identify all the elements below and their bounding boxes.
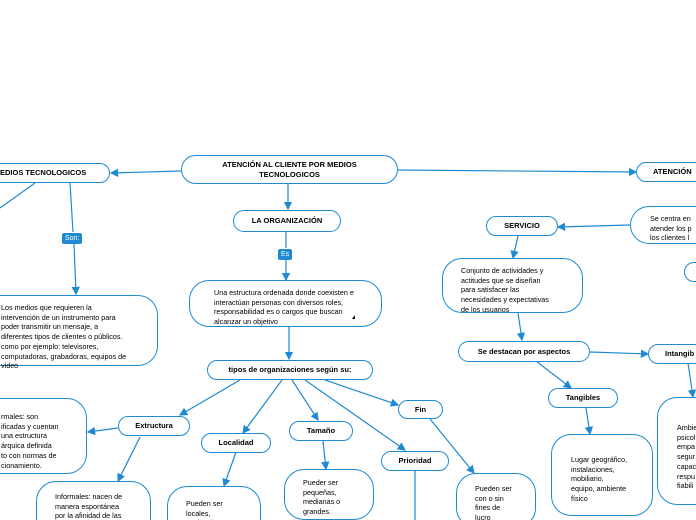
- tamano-node[interactable]: Tamaño: [289, 421, 353, 441]
- edge-fin-desc: [429, 418, 475, 474]
- edge-tipos-localidad: [242, 379, 283, 434]
- informales-desc[interactable]: Informales: nacen de manera espontánea p…: [36, 481, 151, 520]
- tipos-node[interactable]: tipos de organizaciones según su:: [207, 360, 373, 380]
- aspectos-node[interactable]: Se destacan por aspectos: [458, 341, 590, 362]
- atencion-right-node[interactable]: ATENCIÓN: [636, 162, 696, 182]
- edge-tipos-tamano: [291, 379, 319, 422]
- edge-def-aspectos: [516, 312, 526, 342]
- edge-medios-son: [69, 182, 74, 233]
- intangibles-desc[interactable]: Ambie psicol empa segur capac respu fiab…: [657, 397, 696, 505]
- centra-desc[interactable]: Se centra en atender los p los clientes …: [630, 206, 696, 244]
- edge-tipos-prioridad: [304, 379, 406, 451]
- edge-tipos-fin: [324, 379, 400, 407]
- localidad-node[interactable]: Localidad: [201, 433, 271, 453]
- edge-centra-servicio: [556, 222, 631, 231]
- edge-aspectos-intangibles: [589, 349, 650, 358]
- org-definition[interactable]: Una estructura ordenada donde coexisten …: [189, 280, 382, 327]
- organizacion-node[interactable]: LA ORGANIZACIÓN: [233, 210, 341, 232]
- edge-localidad-desc: [222, 451, 237, 488]
- edge-medios-down-left: [0, 182, 36, 209]
- edge-tipos-estructura: [178, 379, 241, 416]
- root-node[interactable]: ATENCIÓN AL CLIENTE POR MEDIOS TECNOLOGI…: [181, 155, 398, 184]
- tangibles-node[interactable]: Tangibles: [548, 388, 618, 408]
- edge-estructura-informales: [117, 436, 141, 483]
- edge-intangibles-desc: [687, 362, 696, 399]
- tamano-desc[interactable]: Pueder ser pequeñas, medianas o grandes.: [284, 469, 374, 520]
- servicio-node[interactable]: SERVICIO: [486, 216, 558, 236]
- fin-node[interactable]: Fin: [398, 400, 443, 419]
- edge-servicio-def: [510, 235, 519, 260]
- fin-desc[interactable]: Pueden ser con o sin fines de lucro: [456, 473, 536, 520]
- resize-corner-icon: [352, 315, 355, 319]
- es-tag: Es: [278, 249, 293, 261]
- localidad-desc[interactable]: Pueden ser locales, nacionales e: [167, 486, 261, 520]
- extra-node-right[interactable]: [684, 262, 696, 282]
- medios-desc[interactable]: Los medios que requieren la intervención…: [0, 295, 158, 370]
- edge-root-medios: [109, 168, 182, 177]
- edge-estructura-formales: [86, 426, 119, 436]
- edge-aspectos-tangibles: [535, 360, 572, 389]
- servicio-definition[interactable]: Conjunto de actividades y actitudes que …: [442, 258, 583, 314]
- edge-tamano-desc: [321, 440, 330, 471]
- estructura-node[interactable]: Extructura: [118, 416, 190, 436]
- edge-tangibles-desc: [584, 407, 594, 436]
- son-tag: Son:: [62, 233, 83, 245]
- tangibles-desc[interactable]: Lugar geográfico, instalaciones, mobilia…: [551, 434, 653, 516]
- edge-son-desc: [71, 243, 80, 296]
- intangibles-node[interactable]: Intangib: [648, 344, 696, 364]
- medios-node[interactable]: MEDIOS TECNOLOGICOS: [0, 163, 110, 183]
- prioridad-node[interactable]: Prioridad: [381, 451, 449, 471]
- edge-root-atencion: [397, 167, 638, 177]
- formales-desc[interactable]: rmales: son ificadas y cuentan una estru…: [0, 398, 87, 474]
